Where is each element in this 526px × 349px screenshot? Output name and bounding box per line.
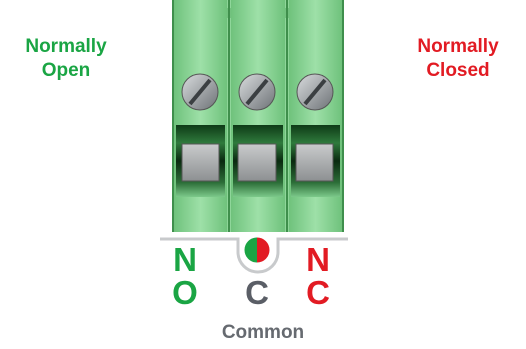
common-indicator-icon [243,236,271,264]
normally-open-line2: Open [41,60,91,81]
common-label: Common [221,322,305,343]
nc-pin-bottom-letter: C [306,274,330,311]
c-pin-letter: C [245,274,269,311]
no-pin-bottom-letter: O [172,274,198,311]
wire-clamp [295,143,334,182]
normally-open-line1: Normally [25,36,107,57]
nc-pin-top-letter: N [306,241,330,278]
no-pin-top-letter: N [173,241,197,278]
normally-closed-line1: Normally [417,36,499,57]
wire-clamp [181,143,220,182]
terminal-no [174,0,227,232]
base-line [160,237,348,274]
wire-clamp [237,143,277,182]
normally-closed-line2: Closed [426,60,490,81]
terminal-nc [289,0,342,232]
normally-open-label: Normally Open [6,35,126,83]
normally-closed-label: Normally Closed [398,35,518,83]
terminal-c [231,0,285,232]
